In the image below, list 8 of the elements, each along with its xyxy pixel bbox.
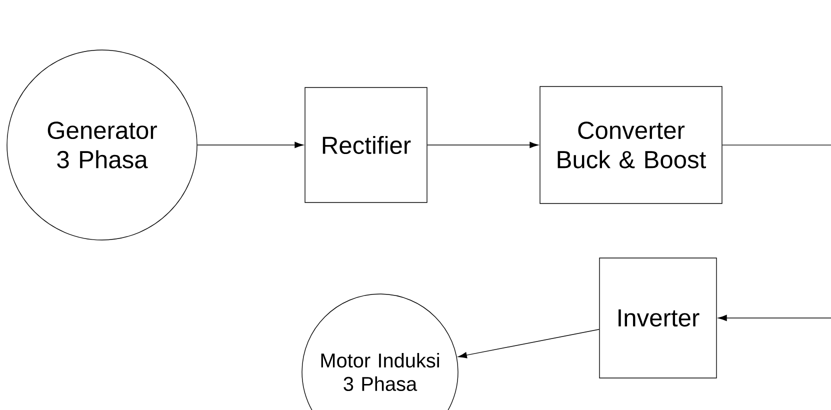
arrow (458, 329, 600, 358)
process-box: Inverter (599, 258, 717, 378)
arrow (718, 314, 831, 322)
process-box: Converter Buck & Boost (540, 86, 722, 204)
circle-node: Generator 3 Phasa (6, 50, 198, 240)
arrow (197, 142, 304, 148)
arrow (427, 142, 538, 148)
process-box: Rectifier (304, 87, 428, 203)
